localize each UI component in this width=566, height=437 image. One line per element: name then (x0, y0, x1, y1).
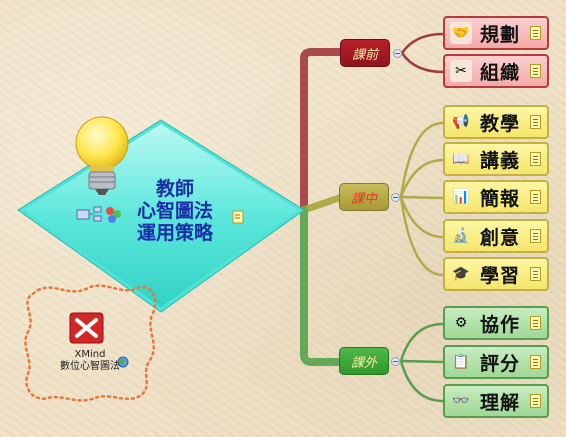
lightbulb-icon (75, 116, 129, 195)
study-icon: 🎓 (452, 266, 470, 282)
branch-in-links (399, 121, 444, 277)
note-icon[interactable] (530, 316, 541, 330)
floating-topic-line: 數位心智圖法 (60, 361, 120, 372)
note-icon[interactable] (530, 190, 541, 204)
branch-out-links (399, 322, 444, 403)
gear-icon: ⚙ (454, 315, 468, 331)
note-icon[interactable] (530, 115, 541, 129)
handshake-icon: 🤝 (450, 22, 472, 44)
note-icon[interactable] (530, 26, 541, 40)
microscope-icon: 🔬 (452, 228, 470, 244)
globe-icon (117, 356, 129, 368)
branch-topic-pre[interactable]: 課前 (340, 39, 390, 67)
leaf-label: 規劃 (480, 23, 521, 46)
branch-label: 課中 (350, 191, 377, 207)
leaf-topic-creativity[interactable]: 🔬 創意 (443, 219, 549, 253)
note-icon[interactable] (530, 229, 541, 243)
collapse-toggle-in[interactable] (391, 193, 400, 202)
branch-topic-in[interactable]: 課中 (339, 183, 389, 211)
multicolor-balls-icon (106, 207, 121, 223)
clipboard-icon: 📋 (452, 354, 470, 370)
note-icon[interactable] (530, 394, 541, 408)
leaf-topic-learning[interactable]: 🎓 學習 (443, 257, 549, 291)
presentation-icon: 📊 (452, 189, 470, 205)
leaf-topic-presentation[interactable]: 📊 簡報 (443, 180, 549, 214)
leaf-topic-handout[interactable]: 📖 講義 (443, 142, 549, 176)
central-note-icon[interactable] (232, 210, 244, 224)
note-icon[interactable] (530, 355, 541, 369)
leaf-label: 協作 (480, 313, 521, 336)
leaf-label: 評分 (480, 352, 521, 375)
leaf-label: 創意 (480, 226, 521, 249)
central-title-line: 心智圖法 (136, 200, 213, 222)
branch-topic-out[interactable]: 課外 (339, 347, 389, 375)
note-icon[interactable] (530, 64, 541, 78)
trunk-out (300, 206, 343, 366)
structure-icon (76, 206, 102, 222)
megaphone-icon: 📢 (452, 114, 470, 130)
leaf-label: 教學 (480, 112, 521, 135)
note-icon[interactable] (530, 267, 541, 281)
leaf-topic-planning[interactable]: 🤝 規劃 (443, 16, 549, 50)
central-title-line: 教師 (155, 178, 194, 200)
leaf-topic-collaboration[interactable]: ⚙ 協作 (443, 306, 549, 340)
central-title-line: 運用策略 (136, 222, 213, 244)
floating-topic-label[interactable]: XMind 數位心智圖法 (50, 349, 130, 373)
leaf-label: 講義 (480, 149, 521, 172)
branch-pre-links (400, 32, 444, 74)
tools-icon: ✂ (450, 60, 472, 82)
trunk-in (300, 194, 343, 214)
trunk-pre (300, 48, 344, 214)
note-icon[interactable] (530, 152, 541, 166)
leaf-topic-understanding[interactable]: 👓 理解 (443, 384, 549, 418)
leaf-label: 組織 (480, 61, 521, 84)
central-topic-title[interactable]: 教師 心智圖法 運用策略 (110, 178, 240, 244)
leaf-topic-organizing[interactable]: ✂ 組織 (443, 54, 549, 88)
xmind-logo-icon (69, 312, 104, 344)
collapse-toggle-pre[interactable] (393, 49, 402, 58)
glasses-icon: 👓 (452, 393, 470, 409)
leaf-label: 理解 (480, 391, 521, 414)
leaf-label: 簡報 (480, 187, 521, 210)
leaf-topic-teaching[interactable]: 📢 教學 (443, 105, 549, 139)
leaf-topic-grading[interactable]: 📋 評分 (443, 345, 549, 379)
leaf-label: 學習 (480, 264, 521, 287)
branch-label: 課前 (351, 47, 378, 63)
floating-topic-line: XMind (74, 349, 106, 360)
book-icon: 📖 (452, 151, 470, 167)
floating-topic-boundary (24, 284, 157, 402)
branch-label: 課外 (350, 355, 377, 371)
collapse-toggle-out[interactable] (391, 357, 400, 366)
